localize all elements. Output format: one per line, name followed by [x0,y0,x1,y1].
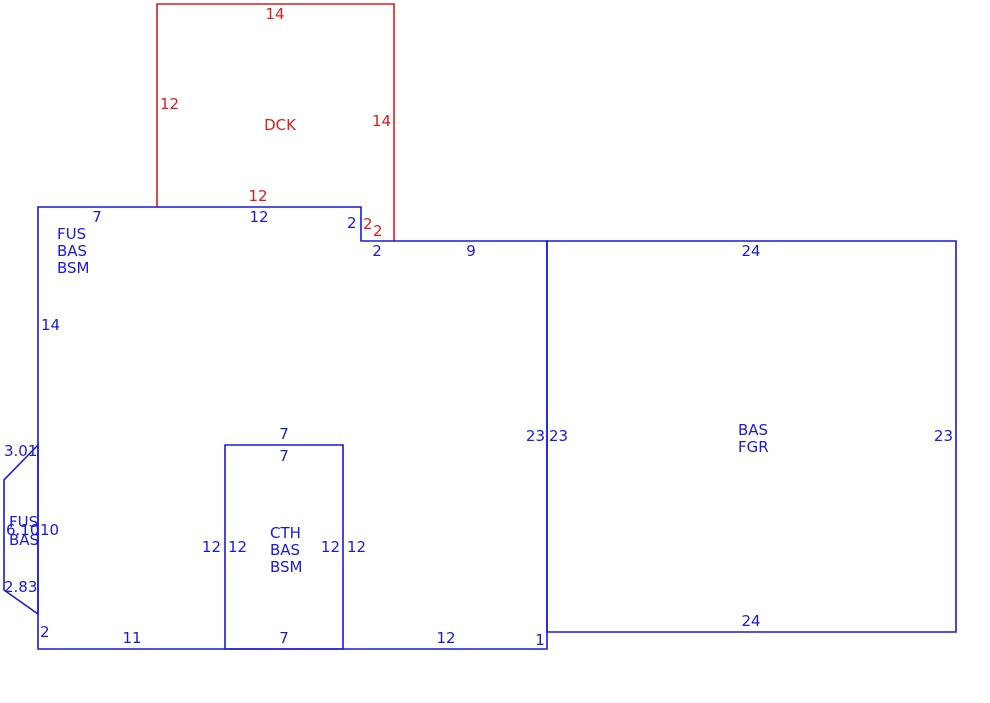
deck-top-dim: 14 [265,5,284,23]
main-area-label-bas: BAS [57,242,87,260]
main-house-outline [37,206,548,650]
deck-labels: 14 12 14 12 2 2 DCK [160,5,391,240]
main-bottom-dim-1: 2 [40,623,50,641]
cth-left-outer-dim: 12 [202,538,221,556]
main-area-label-fus: FUS [57,225,86,243]
deck-outline [156,3,395,241]
bay-bottom-dim: 2.83 [4,578,37,596]
cth-right-inner-dim: 12 [321,538,340,556]
garage-outline [546,240,957,633]
cth-area-label-cth: CTH [270,524,301,542]
bay-window-outline [3,443,39,616]
main-bottom-dim-3: 12 [436,629,455,647]
cth-top-outer-dim: 7 [279,425,289,443]
bay-area-label-fus: FUS [9,513,38,531]
main-area-label-bsm: BSM [57,259,90,277]
main-top-right-dim: 9 [466,242,476,260]
bay-top-dim: 3.01 [4,442,37,460]
cth-room-outline [224,444,344,650]
main-top-mid-dim: 12 [249,208,268,226]
garage-area-label-bas: BAS [738,421,768,439]
cth-room-labels: 7 7 12 12 12 12 CTH BAS BSM 7 [202,425,366,647]
garage-left-dim: 23 [549,427,568,445]
deck-bottom-dim: 12 [248,187,267,205]
main-right-side-dim: 23 [526,427,545,445]
main-top-left-dim: 7 [92,208,102,226]
deck-right-dim: 14 [372,112,391,130]
main-step-down-dim: 2 [372,242,382,260]
bay-side-dim: 10 [40,521,59,539]
main-left-side-dim: 14 [41,316,60,334]
main-bottom-dim-4: 1 [535,631,545,649]
garage-bottom-dim: 24 [741,612,760,630]
deck-notch-dim-b: 2 [373,222,383,240]
cth-top-inner-dim: 7 [279,447,289,465]
deck-area-label: DCK [264,116,297,134]
deck-left-dim: 12 [160,95,179,113]
main-step-left-dim: 2 [347,214,357,232]
bay-area-label-bas: BAS [9,531,39,549]
main-house-labels: FUS BAS BSM 7 12 2 2 9 14 23 2 11 12 1 [40,208,545,649]
garage-labels: 24 23 23 BAS FGR 24 [549,242,953,630]
cth-right-outer-dim: 12 [347,538,366,556]
bay-window-labels: 3.01 FUS 6.10 10 BAS 2.83 [4,442,59,596]
cth-area-label-bas: BAS [270,541,300,559]
deck-notch-dim-a: 2 [363,215,373,233]
cth-area-label-bsm: BSM [270,558,303,576]
garage-right-dim: 23 [934,427,953,445]
bay-depth-dim: 6.10 [6,521,39,539]
main-bottom-dim-2: 11 [122,629,141,647]
cth-bottom-dim: 7 [279,629,289,647]
cth-left-inner-dim: 12 [228,538,247,556]
garage-top-dim: 24 [741,242,760,260]
garage-area-label-fgr: FGR [738,438,769,456]
